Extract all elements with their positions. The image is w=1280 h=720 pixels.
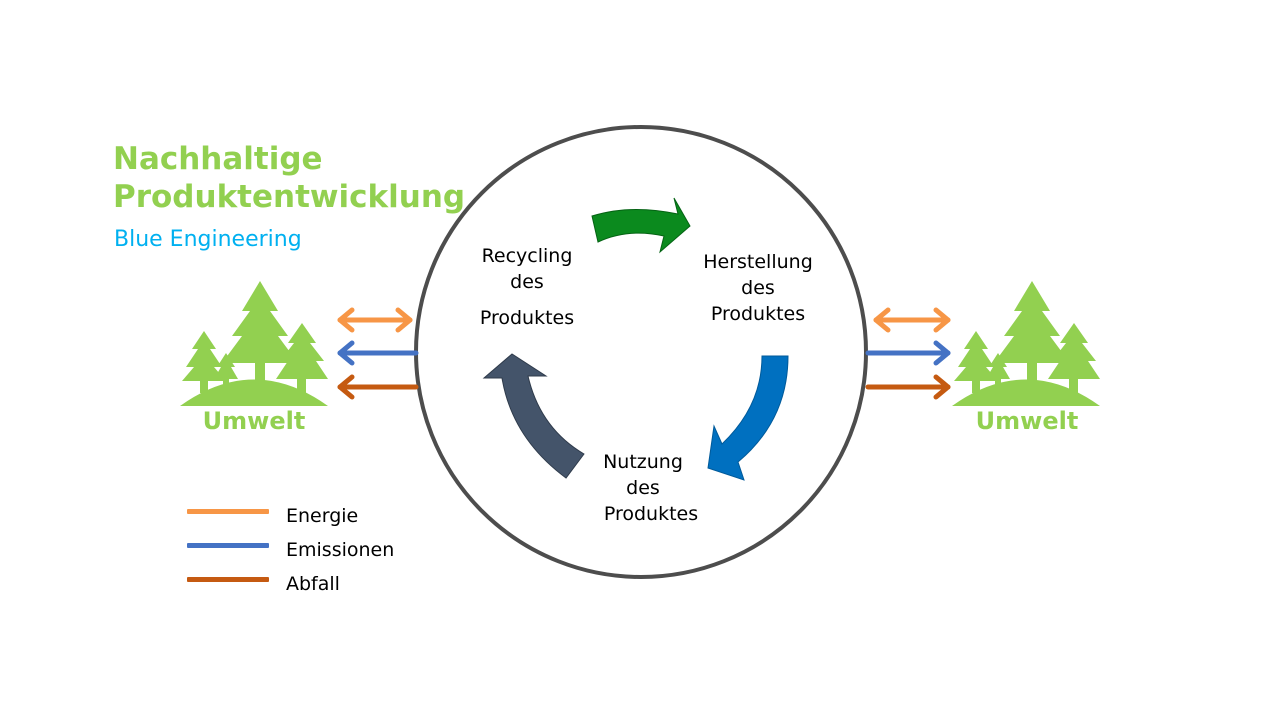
stage-recycling-line2: des: [510, 271, 544, 293]
title-line-2: Produktentwicklung: [113, 179, 466, 215]
stage-nutzung: Nutzung des Produktes: [563, 449, 723, 527]
right-waste-arrow: [865, 374, 951, 400]
forest-right-icon: [952, 281, 1100, 406]
arrow-herstellung-to-nutzung: [707, 355, 789, 481]
left-emissions-arrow: [337, 340, 419, 366]
right-emissions-arrow: [865, 340, 951, 366]
legend-emissions-swatch: [187, 543, 269, 548]
stage-herstellung-line2: des: [741, 277, 775, 299]
diagram-subtitle: Blue Engineering: [114, 227, 302, 252]
stage-nutzung-line3: Produktes: [603, 503, 699, 525]
arrow-nutzung-to-recycling: [482, 353, 585, 479]
stage-nutzung-line1: Nutzung: [603, 451, 683, 473]
stage-recycling-line3: Produktes: [479, 307, 575, 329]
right-energy-arrow: [873, 307, 951, 333]
legend-emissions-label: Emissionen: [286, 539, 395, 561]
stage-recycling-line1: Recycling: [481, 245, 573, 267]
environment-right-label: Umwelt: [975, 407, 1079, 435]
forest-left-icon: [180, 281, 328, 406]
left-waste-arrow: [337, 374, 419, 400]
legend-energy-swatch: [187, 509, 269, 514]
stage-herstellung-line1: Herstellung: [703, 251, 813, 273]
stage-recycling: Recycling des Produktes: [447, 243, 607, 331]
stage-herstellung: Herstellung des Produktes: [678, 249, 838, 327]
stage-nutzung-line2: des: [626, 477, 660, 499]
left-energy-arrow: [337, 307, 413, 333]
legend-energy-label: Energie: [286, 505, 359, 527]
title-line-1: Nachhaltige: [113, 141, 323, 177]
legend-waste-swatch: [187, 577, 269, 582]
environment-left-label: Umwelt: [202, 407, 306, 435]
stage-herstellung-line3: Produktes: [710, 303, 806, 325]
arrow-recycling-to-herstellung: [591, 197, 691, 254]
diagram-title: Nachhaltige Produktentwicklung: [113, 140, 465, 216]
legend-waste-label: Abfall: [286, 573, 340, 595]
